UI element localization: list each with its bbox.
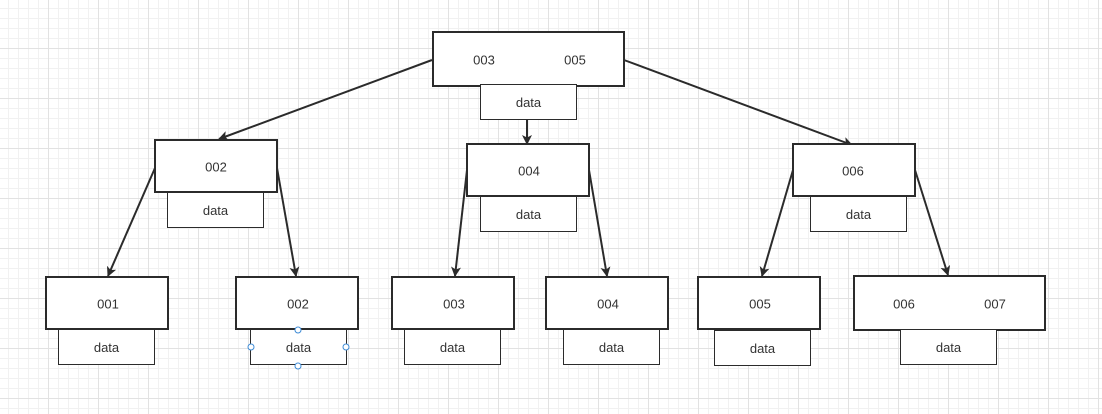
data-pointer-002[interactable]: data xyxy=(167,192,264,228)
selection-handle-bottom[interactable] xyxy=(294,362,302,370)
node-key: 005 xyxy=(564,52,586,68)
selection-handle-right[interactable] xyxy=(342,343,350,351)
edge-root-to-006[interactable] xyxy=(623,59,853,147)
edge-002-to-002[interactable] xyxy=(276,167,300,277)
data-pointer-005[interactable]: data xyxy=(714,330,811,366)
edge-root-to-002[interactable] xyxy=(218,59,433,141)
node-key: 007 xyxy=(984,296,1006,312)
data-pointer-002-selected[interactable]: data xyxy=(250,329,347,365)
node-key: 004 xyxy=(597,296,619,312)
edge-002-to-001[interactable] xyxy=(107,167,156,277)
leaf-node-003[interactable]: 003 xyxy=(391,276,515,330)
leaf-node-002[interactable]: 002 xyxy=(235,276,359,330)
node-key: 003 xyxy=(473,52,495,68)
data-pointer-003[interactable]: data xyxy=(404,329,501,365)
node-key: 004 xyxy=(518,163,540,179)
leaf-node-001[interactable]: 001 xyxy=(45,276,169,330)
node-key: 001 xyxy=(97,296,119,312)
leaf-node-006-007[interactable]: 006 007 xyxy=(853,275,1046,331)
selection-handle-top[interactable] xyxy=(294,326,302,334)
edge-004-to-004[interactable] xyxy=(588,169,611,277)
tree-node-root[interactable]: 003 005 xyxy=(432,31,625,87)
data-pointer-006[interactable]: data xyxy=(810,196,907,232)
leaf-node-005[interactable]: 005 xyxy=(697,276,821,330)
selection-handle-left[interactable] xyxy=(247,343,255,351)
tree-node-006[interactable]: 006 xyxy=(792,143,916,197)
edge-006-to-006[interactable] xyxy=(914,169,951,276)
node-key: 005 xyxy=(749,296,771,312)
node-key: 003 xyxy=(443,296,465,312)
node-key: 006 xyxy=(842,163,864,179)
tree-node-004[interactable]: 004 xyxy=(466,143,590,197)
tree-node-002[interactable]: 002 xyxy=(154,139,278,193)
node-key: 006 xyxy=(893,296,915,312)
node-key: 002 xyxy=(205,159,227,175)
data-pointer-004[interactable]: data xyxy=(480,196,577,232)
data-pointer-006-007[interactable]: data xyxy=(900,329,997,365)
edge-006-to-005[interactable] xyxy=(759,169,794,277)
data-pointer-004-leaf[interactable]: data xyxy=(563,329,660,365)
data-pointer-001[interactable]: data xyxy=(58,329,155,365)
leaf-node-004[interactable]: 004 xyxy=(545,276,669,330)
data-pointer-root[interactable]: data xyxy=(480,84,577,120)
node-key: 002 xyxy=(287,296,309,312)
